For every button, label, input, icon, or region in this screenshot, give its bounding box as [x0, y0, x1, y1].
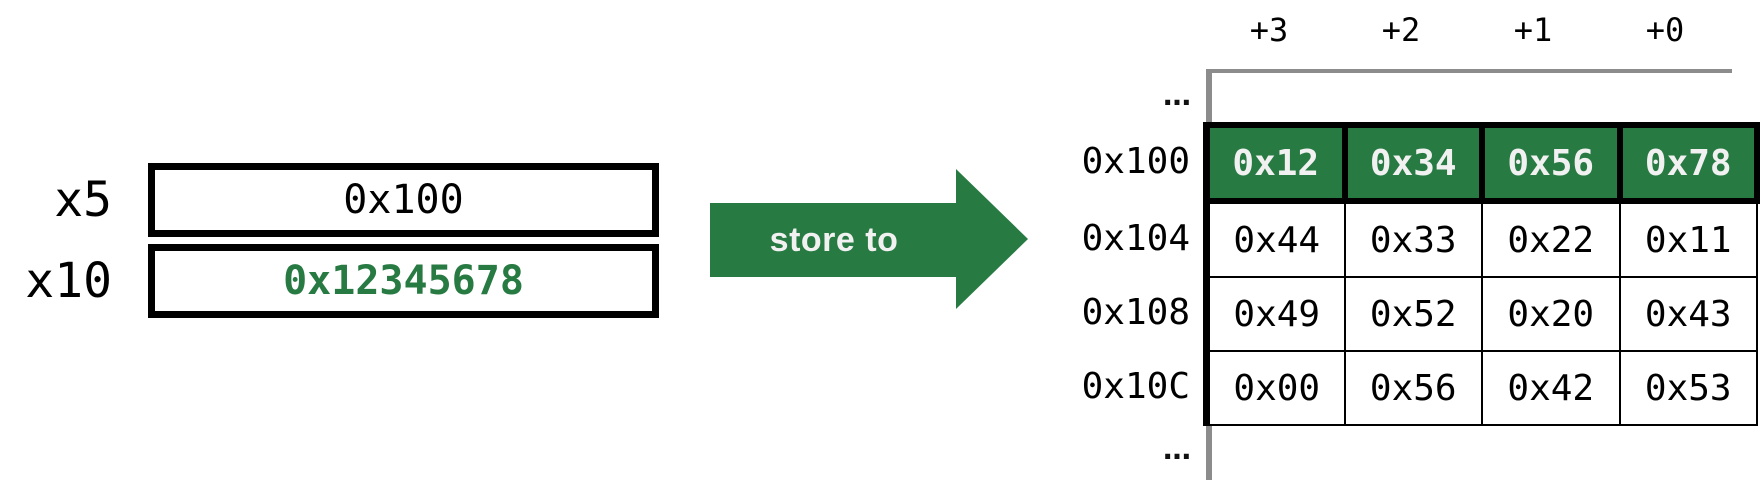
memory-cell: 0x56 [1343, 350, 1483, 426]
memory-cell: 0x53 [1618, 350, 1758, 426]
memory-top-line [1206, 69, 1732, 73]
memory-cell: 0x44 [1203, 200, 1346, 278]
address-label-0x10C: 0x10C [1081, 366, 1190, 407]
memory-row-0x104: 0x44 0x33 0x22 0x11 [1203, 200, 1758, 278]
register-x10-box: 0x12345678 [148, 244, 659, 318]
register-x10-value: 0x12345678 [283, 258, 524, 304]
memory-cell: 0x43 [1618, 276, 1758, 352]
memory-cell: 0x34 [1341, 122, 1485, 204]
memory-cell: 0x52 [1343, 276, 1483, 352]
address-label-0x104: 0x104 [1081, 218, 1190, 259]
memory-cell: 0x00 [1203, 350, 1346, 426]
address-label-0x108: 0x108 [1081, 292, 1190, 333]
register-x5-value: 0x100 [343, 177, 464, 223]
register-x10-label: x10 [25, 253, 112, 309]
memory-cell: 0x12 [1203, 122, 1348, 204]
store-arrow-head-icon [956, 169, 1028, 309]
byte-offset-header-1: +1 [1513, 11, 1553, 49]
memory-left-line-bottom [1206, 422, 1212, 480]
memory-cell: 0x33 [1343, 200, 1483, 278]
address-label-0x100: 0x100 [1081, 141, 1190, 182]
memory-row-0x100: 0x12 0x34 0x56 0x78 [1203, 122, 1760, 204]
memory-row-0x108: 0x49 0x52 0x20 0x43 [1203, 276, 1758, 352]
byte-offset-header-3: +3 [1249, 11, 1289, 49]
store-arrow-label: store to [769, 220, 899, 259]
ellipsis-top: … [1163, 79, 1191, 112]
memory-cell: 0x49 [1203, 276, 1346, 352]
memory-cell: 0x56 [1479, 122, 1623, 204]
memory-table: 0x12 0x34 0x56 0x78 0x44 0x33 0x22 0x11 … [1203, 122, 1760, 426]
memory-cell: 0x42 [1481, 350, 1621, 426]
memory-cell: 0x22 [1481, 200, 1621, 278]
ellipsis-bottom: … [1163, 433, 1191, 466]
memory-cell: 0x78 [1616, 122, 1760, 204]
memory-cell: 0x11 [1618, 200, 1758, 278]
register-x5-box: 0x100 [148, 163, 659, 237]
byte-offset-headers: +3 +2 +1 +0 [1203, 8, 1731, 52]
store-arrow: store to [710, 203, 958, 277]
memory-row-0x10C: 0x00 0x56 0x42 0x53 [1203, 350, 1758, 426]
memory-cell: 0x20 [1481, 276, 1621, 352]
register-x5-label: x5 [54, 172, 112, 228]
byte-offset-header-0: +0 [1645, 11, 1685, 49]
byte-offset-header-2: +2 [1381, 11, 1421, 49]
memory-left-line-top [1206, 69, 1212, 123]
